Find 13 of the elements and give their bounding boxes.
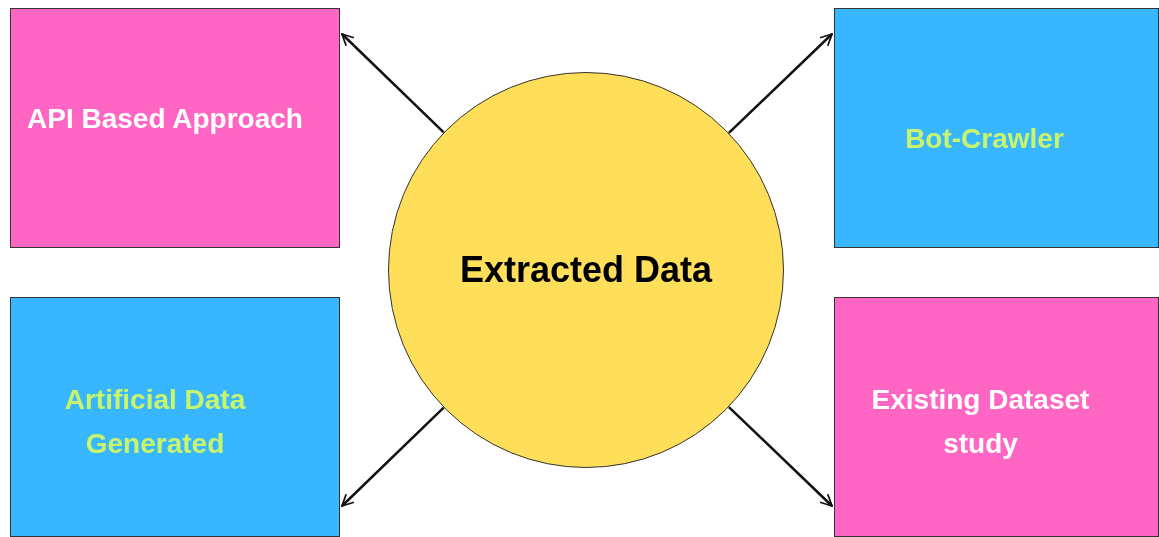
box-node <box>10 8 340 248</box>
arrow <box>728 406 833 507</box>
arrow <box>341 406 445 507</box>
node-label: API Based Approach <box>27 102 304 136</box>
box-node <box>834 8 1159 248</box>
node-label: Bot-Crawler <box>904 122 1065 156</box>
arrow <box>341 33 445 134</box>
node-label: Existing Dataset study <box>870 383 1091 461</box>
node-label: Artificial Data Generated <box>63 383 247 461</box>
node-label: Extracted Data <box>459 248 713 292</box>
box-node <box>10 297 340 537</box>
box-node <box>834 297 1159 537</box>
arrow <box>728 33 833 134</box>
